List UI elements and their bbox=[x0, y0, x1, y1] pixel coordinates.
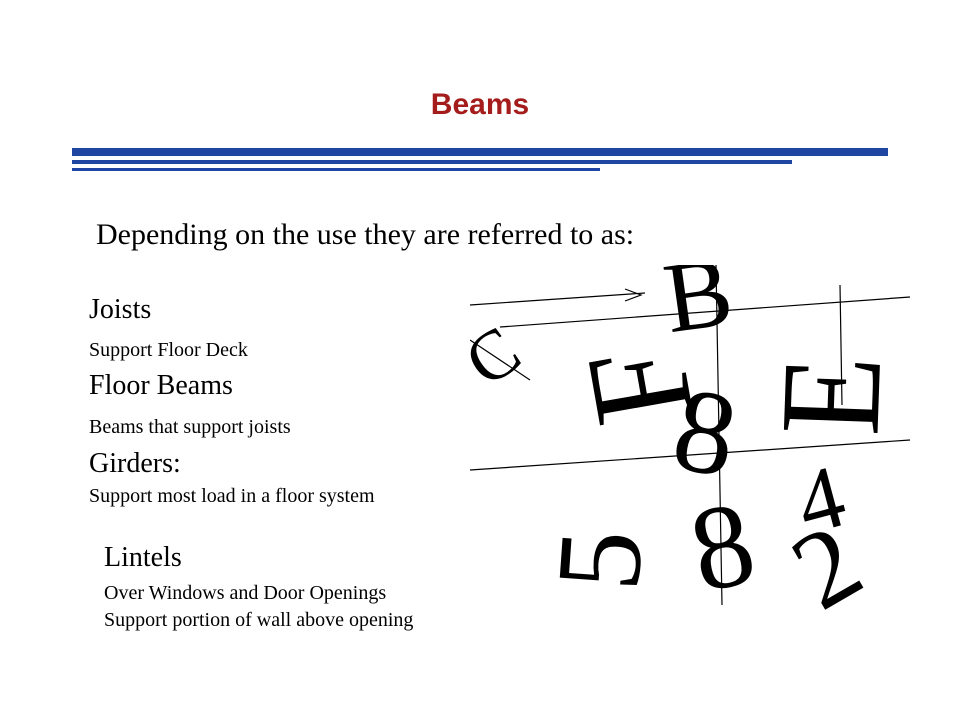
term-joists: Joists bbox=[89, 294, 152, 325]
slide-title: Beams bbox=[430, 88, 530, 121]
svg-text:8: 8 bbox=[679, 475, 765, 618]
distorted-glyph-image: B E F 8 8 5 2 4 C bbox=[470, 265, 912, 625]
term-floor-beams-desc: Beams that support joists bbox=[89, 416, 291, 438]
term-girders: Girders: bbox=[89, 448, 181, 479]
svg-text:E: E bbox=[750, 353, 912, 438]
term-lintels-desc-1: Over Windows and Door Openings bbox=[104, 582, 387, 604]
term-lintels: Lintels bbox=[104, 542, 182, 573]
term-joists-desc: Support Floor Deck bbox=[89, 339, 248, 361]
intro-text: Depending on the use they are referred t… bbox=[96, 218, 635, 251]
term-girders-desc: Support most load in a floor system bbox=[89, 485, 375, 507]
svg-text:5: 5 bbox=[531, 525, 668, 594]
title-rule-middle bbox=[72, 160, 792, 164]
title-rule-bottom bbox=[72, 168, 600, 171]
svg-text:B: B bbox=[657, 265, 739, 354]
term-floor-beams: Floor Beams bbox=[89, 370, 233, 401]
title-rule-top bbox=[72, 148, 888, 156]
term-lintels-desc-2: Support portion of wall above opening bbox=[104, 609, 414, 631]
